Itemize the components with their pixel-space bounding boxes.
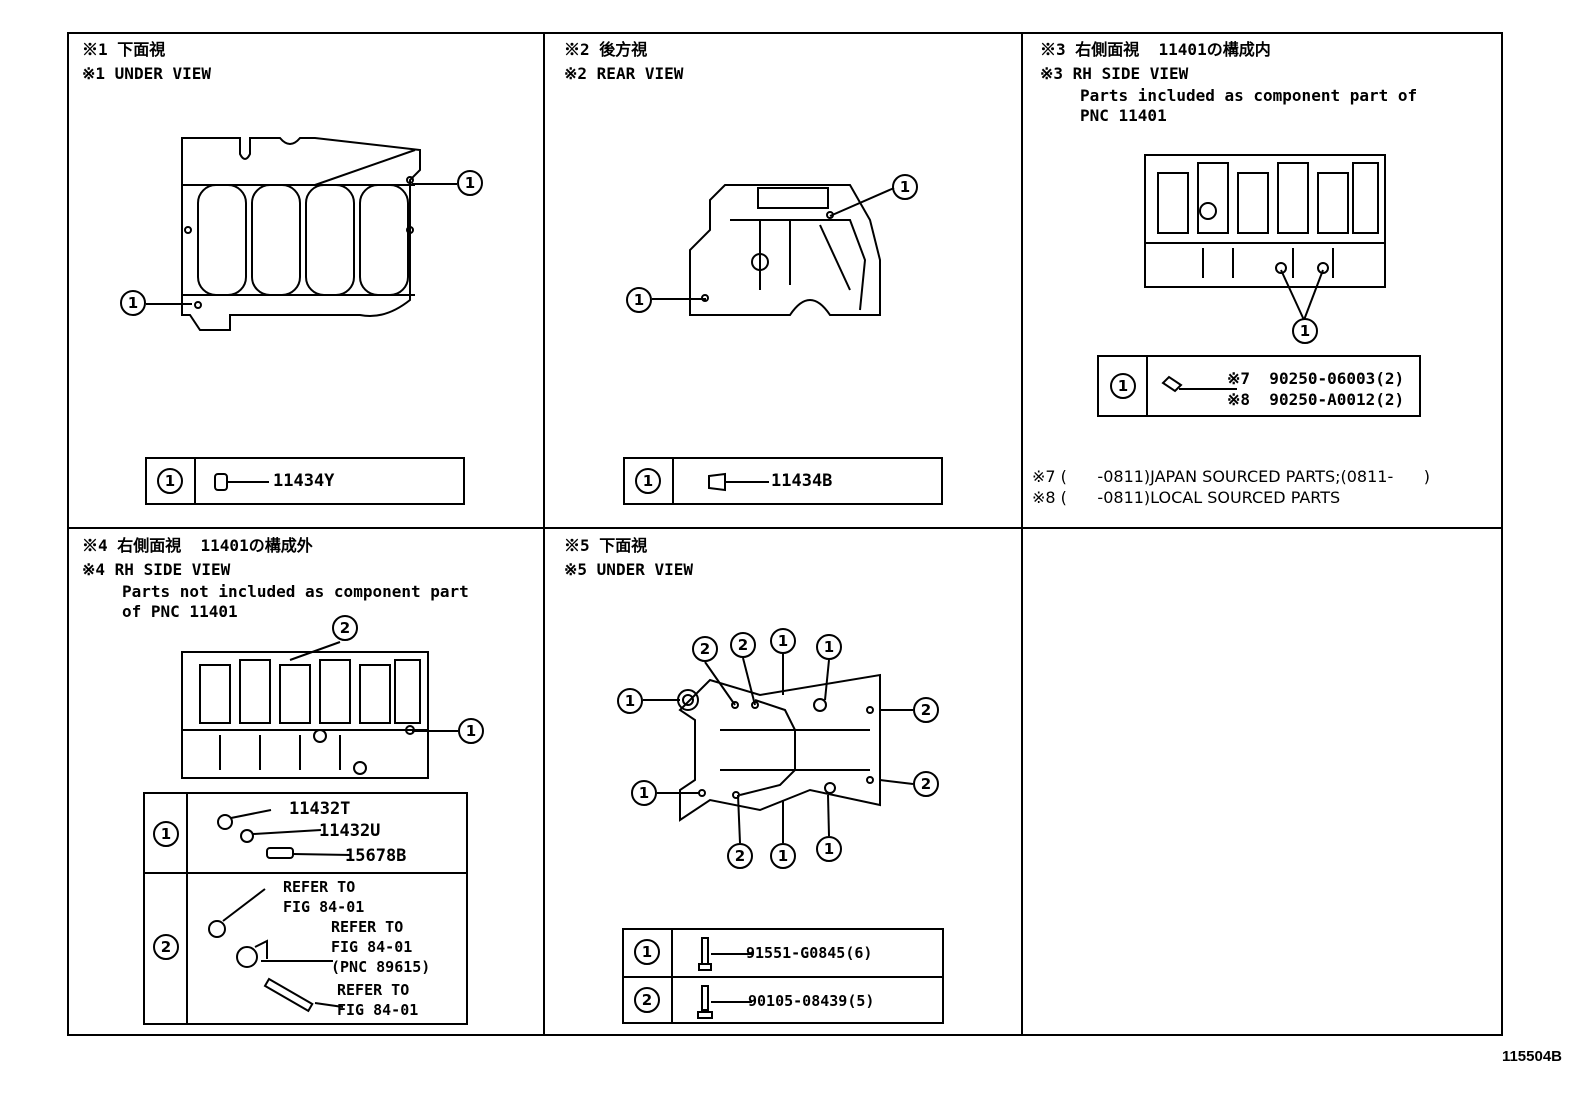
panel4-part-11432T: 11432T <box>289 799 351 819</box>
panel4-ref2-line1: REFER TO <box>331 918 404 936</box>
panel4-ref2-line2: FIG 84-01 <box>331 938 413 956</box>
panel4-callout-1-side: 1 <box>458 718 484 744</box>
divider-v1 <box>543 32 545 1036</box>
panel1-callout-1b: 1 <box>120 290 146 316</box>
panel1-table-callout: 1 <box>157 468 183 494</box>
panel3-title-en: ※3 RH SIDE VIEW <box>1040 64 1189 83</box>
panel4-row1-parts-drawing <box>217 809 352 859</box>
panel5-callout-1a: 1 <box>770 628 796 654</box>
panel5-part-number-2: 90105-08439(5) <box>748 992 875 1010</box>
panel2-table-callout: 1 <box>635 468 661 494</box>
panel2-callout-1a: 1 <box>892 174 918 200</box>
panel1-part-number: 11434Y <box>273 471 335 491</box>
panel5-callout-2e: 2 <box>727 843 753 869</box>
panel5-callout-2d: 2 <box>913 771 939 797</box>
panel5-callout-2a: 2 <box>692 636 718 662</box>
panel3-note-japan-sourced: ※7 ( -0811)JAPAN SOURCED PARTS;(0811- ) <box>1032 467 1430 486</box>
panel1-plug-icon <box>214 473 269 491</box>
panel5-callout-1b: 1 <box>816 634 842 660</box>
panel3-callout-1: 1 <box>1292 318 1318 344</box>
panel3-part-number-a: ※7 90250-06003(2) <box>1227 369 1405 388</box>
oil-pan-under-view-drawing <box>677 673 881 822</box>
panel4-leader-side <box>412 730 458 732</box>
panel5-callout-1e: 1 <box>770 843 796 869</box>
panel1-leader-b <box>146 303 192 305</box>
panel3-parts-table: 1 ※7 90250-06003(2) ※8 90250-A0012(2) <box>1097 355 1421 417</box>
panel4-part-15678B: 15678B <box>345 846 407 866</box>
panel2-callout-1b: 1 <box>626 287 652 313</box>
panel4-table-callout-1: 1 <box>153 821 179 847</box>
panel4-callout-2-top: 2 <box>332 615 358 641</box>
panel4-ref1-line2: FIG 84-01 <box>283 898 365 916</box>
panel4-parts-table: 1 2 11432T 11432U 15678B REFER TO FIG 84… <box>143 792 468 1025</box>
panel5-callout-2b: 2 <box>730 632 756 658</box>
panel2-title-ja: ※2 後方視 <box>564 40 648 59</box>
engine-block-rh-side-drawing <box>1144 154 1386 288</box>
panel5-bolt-icon-2 <box>697 985 752 1019</box>
panel5-table-callout-1: 1 <box>634 939 660 965</box>
panel5-parts-table: 1 2 91551-G0845(6) 90105-08439(5) <box>622 928 944 1024</box>
panel2-parts-table: 1 11434B <box>623 457 943 505</box>
panel4-title-en: ※4 RH SIDE VIEW <box>82 560 231 579</box>
panel2-part-number: 11434B <box>771 471 833 491</box>
figure-id: 115504B <box>1501 1048 1562 1065</box>
panel3-note-local-sourced: ※8 ( -0811)LOCAL SOURCED PARTS <box>1032 488 1341 507</box>
panel2-leader-a <box>829 187 895 217</box>
panel1-callout-1a: 1 <box>457 170 483 196</box>
panel3-subtitle-2: PNC 11401 <box>1080 106 1167 125</box>
panel1-leader-a <box>412 183 457 185</box>
panel5-callout-1c: 1 <box>617 688 643 714</box>
panel4-ref1-line1: REFER TO <box>283 878 356 896</box>
panel5-bolt-icon-1 <box>698 937 752 971</box>
panel1-title-ja: ※1 下面視 <box>82 40 166 59</box>
panel5-part-number-1: 91551-G0845(6) <box>746 944 873 962</box>
panel4-part-11432U: 11432U <box>319 821 381 841</box>
engine-block-rh-side-drawing-2 <box>181 651 429 779</box>
panel3-leaders <box>1280 269 1324 321</box>
panel-empty <box>1023 529 1501 1034</box>
panel5-title-ja: ※5 下面視 <box>564 536 648 555</box>
panel3-part-number-b: ※8 90250-A0012(2) <box>1227 390 1405 409</box>
panel5-callout-1d: 1 <box>631 780 657 806</box>
panel2-leader-b <box>652 298 706 300</box>
panel3-title-ja: ※3 右側面視 11401の構成内 <box>1040 40 1271 59</box>
panel4-row2-parts-drawing <box>208 888 344 1013</box>
panel1-title-en: ※1 UNDER VIEW <box>82 64 211 83</box>
panel5-table-callout-2: 2 <box>634 987 660 1013</box>
panel4-subtitle-2: of PNC 11401 <box>122 602 238 621</box>
engine-block-under-view-drawing <box>181 137 421 331</box>
panel2-plug-icon <box>708 472 769 492</box>
diagram-frame <box>67 32 1503 1036</box>
panel4-subtitle-1: Parts not included as component part <box>122 582 469 601</box>
panel3-plug-icon <box>1161 375 1237 393</box>
divider-h <box>67 527 1503 529</box>
divider-v2 <box>1021 32 1023 1036</box>
panel3-table-callout: 1 <box>1110 373 1136 399</box>
panel5-title-en: ※5 UNDER VIEW <box>564 560 693 579</box>
panel4-ref2-line3: (PNC 89615) <box>331 958 431 976</box>
engine-block-rear-view-drawing <box>689 184 881 316</box>
panel5-callout-1f: 1 <box>816 836 842 862</box>
panel3-subtitle-1: Parts included as component part of <box>1080 86 1418 105</box>
panel5-leader-lines <box>643 654 914 844</box>
panel4-ref3-line2: FIG 84-01 <box>337 1001 419 1019</box>
panel4-title-ja: ※4 右側面視 11401の構成外 <box>82 536 313 555</box>
panel4-table-callout-2: 2 <box>153 934 179 960</box>
panel5-callout-2c: 2 <box>913 697 939 723</box>
panel2-title-en: ※2 REAR VIEW <box>564 64 684 83</box>
panel1-parts-table: 1 11434Y <box>145 457 465 505</box>
panel4-ref3-line1: REFER TO <box>337 981 410 999</box>
